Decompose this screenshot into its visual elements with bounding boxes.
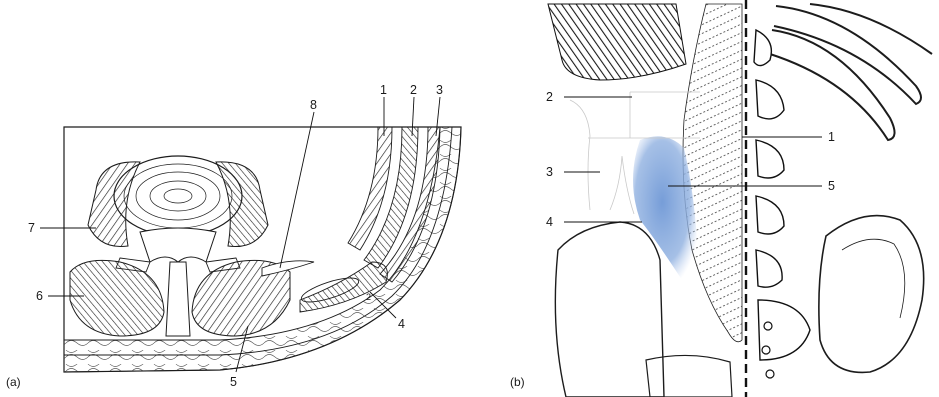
b-label-1: 1	[828, 130, 835, 144]
b-label-2: 2	[546, 90, 553, 104]
vertebral-arch	[140, 228, 216, 262]
caption-a: (a)	[6, 375, 21, 389]
label-7: 7	[28, 221, 35, 235]
panel-b-posterior-view: 2 3 4 1 5 (b)	[470, 0, 939, 397]
panel-a-cross-section: 1 2 3 8 7 6 5 4 2 (a)	[0, 0, 470, 397]
erector-spinae-column	[683, 4, 742, 342]
ribs	[770, 4, 932, 140]
label-4: 4	[398, 317, 405, 331]
label-6: 6	[36, 289, 43, 303]
label-5: 5	[230, 375, 237, 389]
label-3: 3	[436, 83, 443, 97]
caption-b: (b)	[510, 375, 525, 389]
inner-mark-2: 2	[366, 292, 371, 302]
cross-section-illustration: 1 2 3 8 7 6 5 4 2 (a)	[0, 0, 470, 397]
b-label-3: 3	[546, 165, 553, 179]
label-1: 1	[380, 83, 387, 97]
spinous-process	[166, 262, 190, 336]
latissimus-muscle	[548, 4, 686, 80]
label-8: 8	[310, 98, 317, 112]
label-2: 2	[410, 83, 417, 97]
b-label-4: 4	[546, 215, 553, 229]
posterior-view-illustration: 2 3 4 1 5 (b)	[470, 0, 939, 397]
erector-spinae-left	[70, 260, 164, 336]
b-label-5: 5	[828, 179, 835, 193]
